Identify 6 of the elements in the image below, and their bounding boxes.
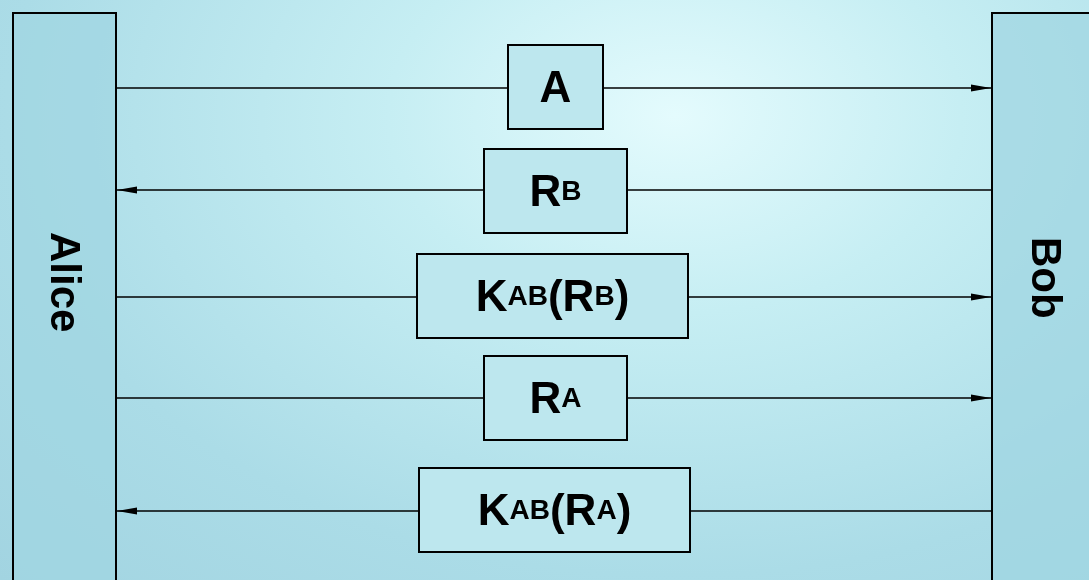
message-box: A xyxy=(507,44,604,130)
participant-bar xyxy=(991,12,1089,580)
message-arrow xyxy=(116,84,992,92)
participant-name: Alice xyxy=(43,232,86,333)
participant-bar xyxy=(12,12,117,580)
participant-name: Bob xyxy=(1025,237,1067,319)
